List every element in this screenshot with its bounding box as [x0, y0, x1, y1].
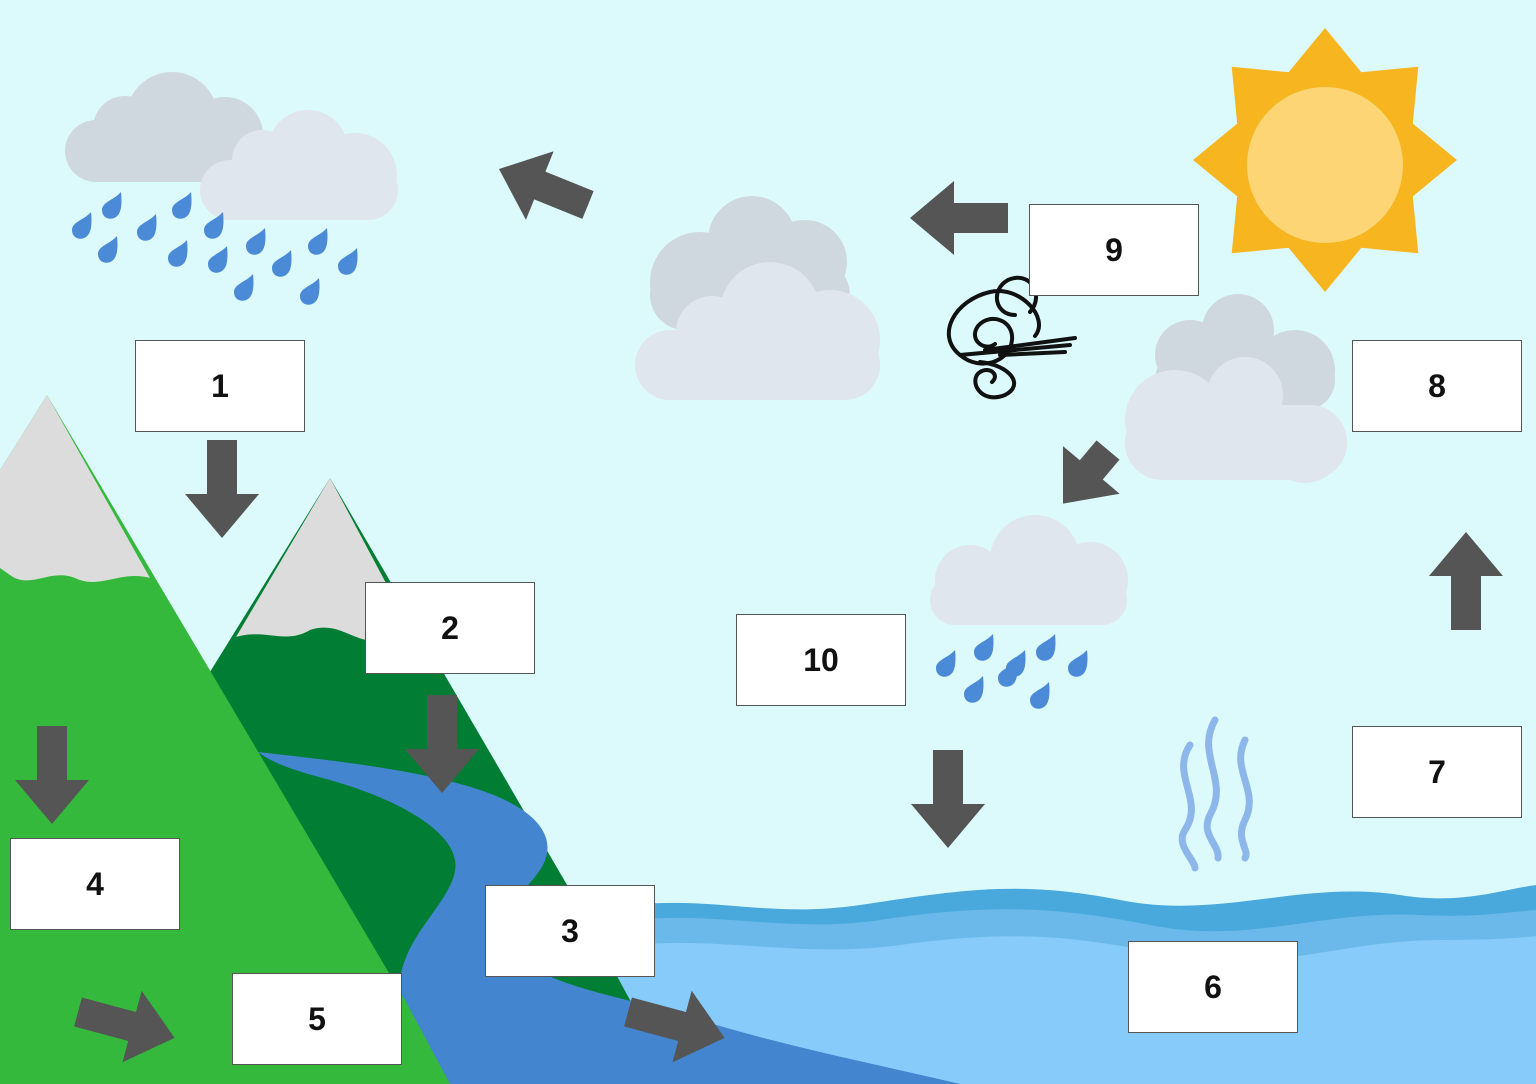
raindrop	[72, 212, 92, 239]
raindrop	[338, 248, 358, 275]
raindrop	[234, 274, 254, 301]
label-text: 5	[308, 1000, 326, 1037]
arrow-icon	[74, 990, 175, 1063]
rain-cloud-icon	[65, 72, 398, 305]
cloud-icon	[635, 196, 880, 400]
label-box-6[interactable]: 6	[1128, 941, 1298, 1033]
river	[258, 752, 960, 1084]
label-box-10[interactable]: 10	[736, 614, 906, 706]
arrow-icon	[910, 181, 1008, 255]
arrow-icon	[185, 440, 259, 538]
raindrop	[102, 192, 122, 219]
raindrop	[168, 240, 188, 267]
steam-icon	[1178, 716, 1253, 872]
label-box-3[interactable]: 3	[485, 885, 655, 977]
arrow-icon	[911, 750, 985, 848]
arrow-icon	[498, 151, 594, 220]
raindrop	[964, 676, 984, 703]
raindrop	[974, 634, 994, 661]
raindrop	[300, 278, 320, 305]
arrow-icon	[1062, 440, 1120, 504]
raindrop	[246, 228, 266, 255]
label-text: 1	[211, 367, 229, 404]
arrow-icon	[624, 990, 725, 1063]
raindrop	[1036, 634, 1056, 661]
label-box-9[interactable]: 9	[1029, 204, 1199, 296]
label-text: 8	[1428, 367, 1446, 404]
arrow-icon	[1429, 532, 1503, 630]
arrow-icon	[15, 726, 89, 824]
sun-icon	[1193, 28, 1457, 292]
label-box-7[interactable]: 7	[1352, 726, 1522, 818]
label-box-5[interactable]: 5	[232, 973, 402, 1065]
rain-cloud-icon	[930, 515, 1128, 709]
raindrop	[1068, 650, 1088, 677]
raindrop	[172, 192, 192, 219]
raindrop	[936, 650, 956, 677]
label-text: 10	[803, 641, 839, 678]
cloud-icon	[1125, 294, 1347, 483]
arrow-icon	[405, 695, 479, 793]
sea	[600, 885, 1536, 1084]
raindrop	[272, 250, 292, 277]
label-box-4[interactable]: 4	[10, 838, 180, 930]
raindrop	[204, 212, 224, 239]
label-text: 7	[1428, 753, 1446, 790]
label-text: 3	[561, 912, 579, 949]
raindrop	[137, 214, 157, 241]
raindrop	[1030, 682, 1050, 709]
label-text: 9	[1105, 231, 1123, 268]
label-text: 6	[1204, 968, 1222, 1005]
label-box-8[interactable]: 8	[1352, 340, 1522, 432]
label-text: 4	[86, 865, 104, 902]
raindrop	[998, 660, 1018, 687]
raindrop	[308, 228, 328, 255]
raindrop	[98, 236, 118, 263]
label-box-2[interactable]: 2	[365, 582, 535, 674]
raindrop	[208, 246, 228, 273]
label-text: 2	[441, 609, 459, 646]
label-box-1[interactable]: 1	[135, 340, 305, 432]
